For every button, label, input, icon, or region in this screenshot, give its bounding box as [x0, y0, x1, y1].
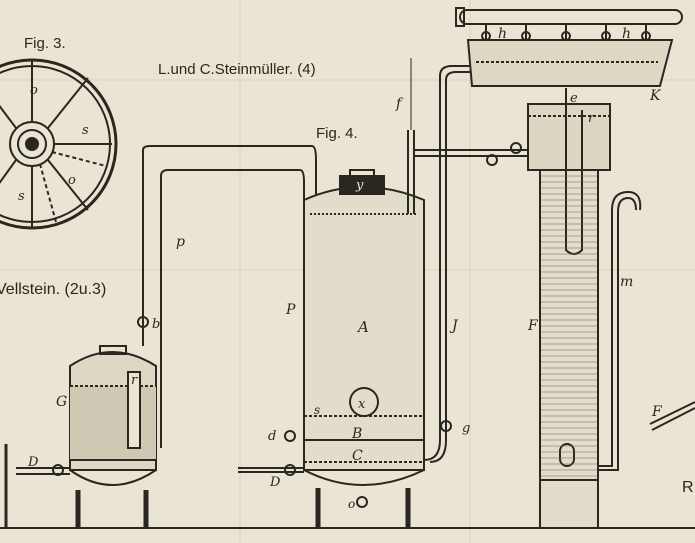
label-R: R [682, 479, 694, 496]
wheel-label-o1: o [30, 83, 38, 98]
label-g: g [462, 421, 470, 436]
column-f-hatching [541, 175, 597, 477]
caption-wellstein: Vellstein. (2u.3) [0, 281, 106, 298]
label-s: s [314, 403, 320, 417]
label-J: J [449, 318, 459, 334]
label-A: A [356, 318, 369, 336]
label-C: C [352, 448, 363, 464]
label-e: e [570, 91, 578, 106]
label-F-column: F [527, 318, 539, 334]
label-d-right: D [269, 475, 281, 490]
label-h1: h [498, 26, 507, 42]
caption-fig4: Fig. 4. [316, 125, 358, 142]
label-r-column-f: r [588, 111, 595, 126]
pipe-j [414, 65, 530, 463]
label-y: y [355, 178, 364, 193]
label-K: K [649, 88, 662, 104]
column-f [527, 88, 642, 529]
label-p: p [176, 234, 185, 250]
label-b: b [152, 317, 160, 332]
label-o: o [348, 497, 355, 511]
label-P: P [285, 302, 296, 318]
label-d: d [268, 429, 276, 444]
label-B: B [351, 426, 362, 442]
column-a [238, 58, 425, 528]
label-r-tank-g: r [131, 373, 138, 388]
label-g: G [56, 394, 67, 410]
tank-g [16, 345, 157, 528]
inclined-pipe-f [649, 401, 695, 431]
spray-header-k [455, 7, 683, 87]
label-x: x [358, 397, 366, 412]
label-f: f [395, 96, 404, 112]
fig3-wheel [0, 58, 118, 230]
label-F-incline: F [651, 404, 663, 420]
label-h2: h [622, 26, 631, 42]
wheel-label-s2: s [18, 189, 25, 204]
label-m: m [620, 274, 633, 290]
label-d-left: D [27, 455, 39, 470]
caption-fig3: Fig. 3. [24, 35, 66, 52]
caption-steinmueller: L.und C.Steinmüller. (4) [158, 61, 316, 78]
wheel-label-s1: s [82, 123, 89, 138]
wheel-label-o2: o [68, 173, 76, 188]
pipe-p [137, 145, 317, 448]
